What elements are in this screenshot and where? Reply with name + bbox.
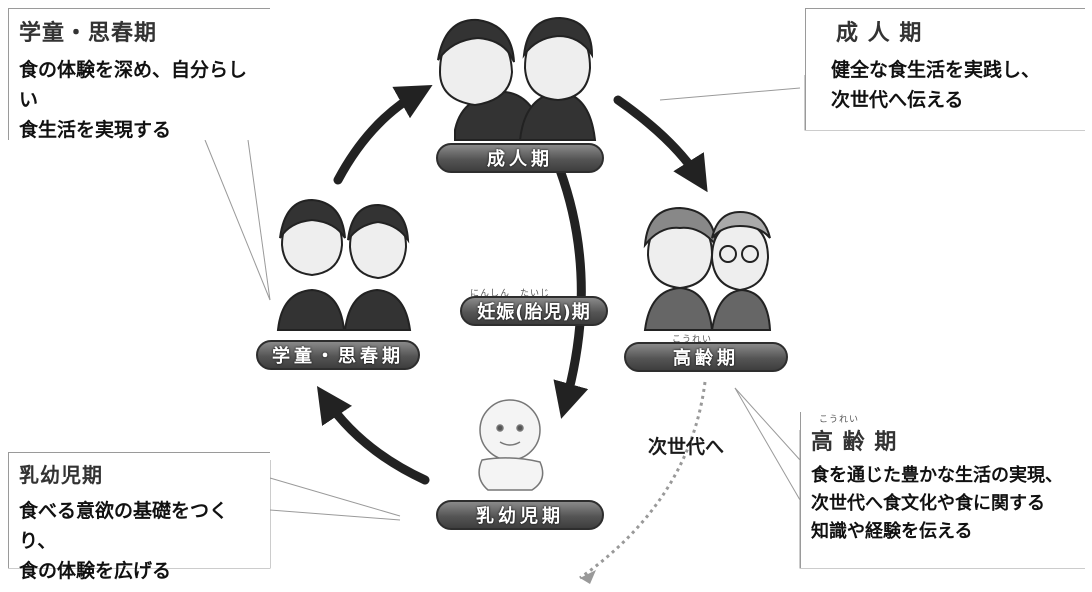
callout-elderly-line-1: 食を通じた豊かな生活の実現、: [811, 465, 1063, 486]
adult-couple-illustration: [437, 16, 597, 141]
dotted-arrow-head: [580, 570, 596, 584]
elderly-couple-illustration: [643, 206, 772, 331]
callout-adult-title: 成 人 期: [836, 21, 923, 46]
baby-illustration: [478, 399, 544, 491]
next-generation-dotted-arrow: [579, 381, 707, 580]
callout-infant-line-1: 食べる意欲の基礎をつくり、: [19, 500, 229, 552]
callout-infant-line-2: 食の体験を広げる: [19, 560, 172, 582]
callout-school-line-2: 食生活を実現する: [19, 119, 172, 141]
cycle-arrows: [316, 84, 708, 485]
callout-adult: 成 人 期 健全な食生活を実践し、 次世代へ伝える: [805, 8, 1085, 130]
callout-school-title: 学童・思春期: [19, 21, 158, 46]
callout-school-age: 学童・思春期 食の体験を深め、自分らしい 食生活を実現する: [8, 8, 270, 141]
callout-school-line-1: 食の体験を深め、自分らしい: [19, 59, 248, 111]
callout-adult-line-2: 次世代へ伝える: [831, 89, 964, 111]
stage-label-adult: 成人期: [436, 143, 604, 173]
school-children-illustration: [276, 198, 412, 331]
callout-elderly-ruby: こうれい: [819, 415, 860, 425]
callout-elderly-line-2: 次世代へ食文化や食に関する: [811, 493, 1045, 514]
stage-elderly-ruby: こうれい: [672, 335, 713, 345]
callout-adult-line-1: 健全な食生活を実践し、: [831, 59, 1041, 81]
callout-elderly-title: 高 齢 期: [811, 430, 898, 455]
callout-elderly: こうれい 高 齢 期 食を通じた豊かな生活の実現、 次世代へ食文化や食に関する …: [800, 412, 1085, 568]
callout-infant: 乳幼児期 食べる意欲の基礎をつくり、 食の体験を広げる: [8, 452, 270, 582]
stage-pregnancy-ruby: にんしん たいじ: [470, 289, 551, 299]
stage-label-school-age: 学童・思春期: [256, 340, 420, 370]
stage-label-infant: 乳幼児期: [436, 500, 604, 530]
stage-label-pregnancy: 妊娠(胎児)期: [460, 296, 608, 326]
callout-elderly-line-3: 知識や経験を伝える: [811, 521, 973, 542]
callout-infant-title: 乳幼児期: [19, 463, 103, 487]
stage-label-elderly: 高齢期: [624, 342, 788, 372]
next-generation-label: 次世代へ: [648, 436, 725, 458]
